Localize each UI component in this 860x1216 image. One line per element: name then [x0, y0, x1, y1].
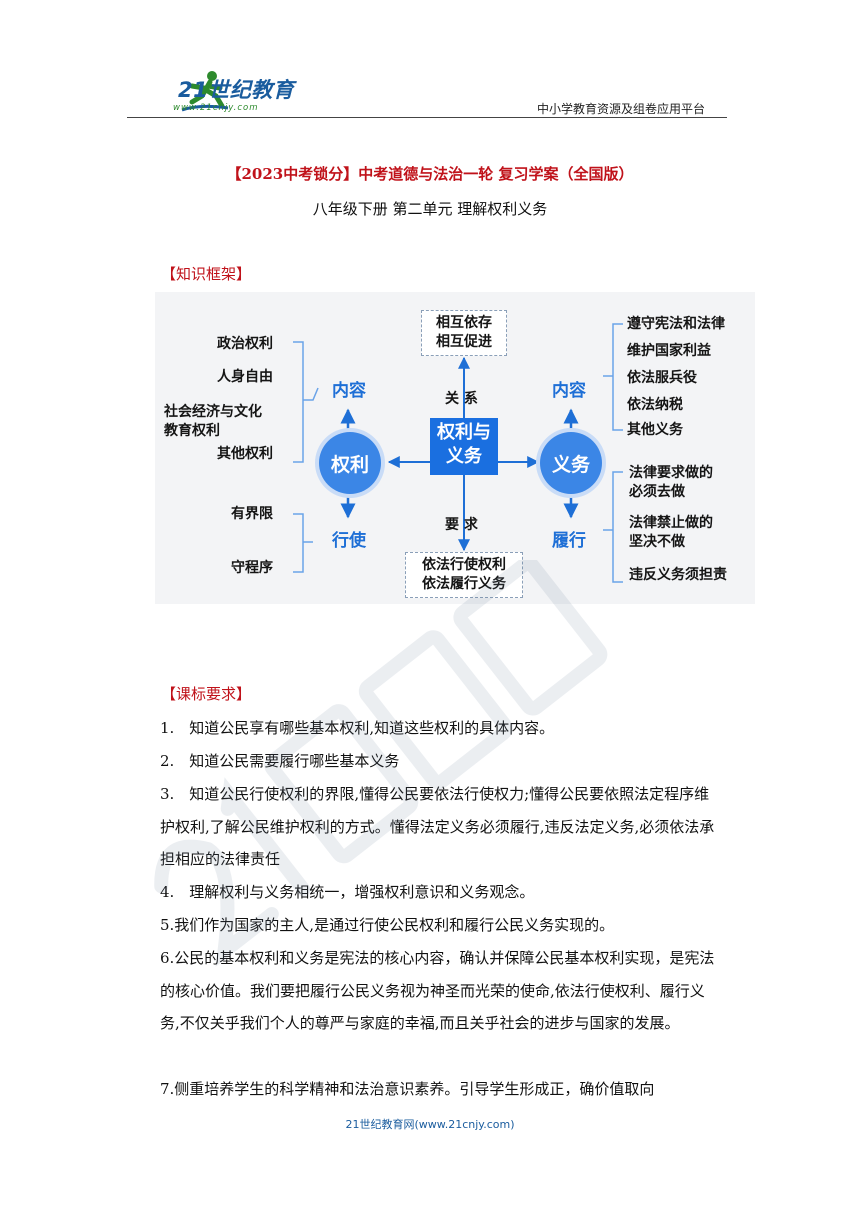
requirement-label: 要 求 — [445, 517, 478, 533]
document-subtitle: 八年级下册 第二单元 理解权利义务 — [312, 200, 548, 218]
rights-item: 其他权利 — [217, 446, 273, 462]
rights-item: 社会经济与文化 — [164, 404, 262, 420]
requirement-item: 1. 知道公民享有哪些基本权利,知道这些权利的具体内容。 — [160, 719, 555, 737]
relation-box: 相互依存 相互促进 — [421, 310, 507, 356]
duties-fulfill-label: 履行 — [552, 531, 586, 551]
knowledge-diagram: 相互依存 相互促进 依法行使权利 依法履行义务 关 系 要 求 权利与 义务 权… — [155, 292, 755, 604]
requirement-item: 2. 知道公民需要履行哪些基本义务 — [160, 752, 400, 770]
duties-fulfill-item: 法律禁止做的 — [629, 515, 713, 531]
header-platform-text: 中小学教育资源及组卷应用平台 — [537, 102, 706, 116]
requirement-item: 6.公民的基本权利和义务是宪法的核心内容，确认并保障公民基本权利实现，是宪法的核… — [160, 949, 715, 1032]
runner-logo-icon — [181, 71, 229, 112]
duties-content-label: 内容 — [552, 381, 586, 401]
rights-item: 政治权利 — [217, 336, 273, 352]
logo-url: www.21cnjy.com — [173, 103, 259, 113]
rights-exercise-item: 守程序 — [231, 560, 273, 576]
header-divider — [127, 117, 727, 118]
document-title: 【2023中考锁分】中考道德与法治一轮 复习学案（全国版） — [226, 165, 634, 183]
duties-fulfill-item: 必须去做 — [629, 484, 685, 500]
rights-item: 教育权利 — [164, 423, 220, 439]
diagram-connectors — [293, 323, 623, 583]
rights-content-label: 内容 — [332, 381, 366, 401]
relation-label: 关 系 — [445, 391, 478, 407]
duties-item: 其他义务 — [627, 422, 683, 438]
requirement-item: 7.侧重培养学生的科学精神和法治意识素养。引导学生形成正，确价值取向 — [160, 1080, 655, 1098]
requirement-box: 依法行使权利 依法履行义务 — [405, 552, 523, 598]
rights-circle: 权利 — [319, 432, 381, 494]
duties-fulfill-item: 违反义务须担责 — [629, 567, 727, 583]
rights-and-duties-box: 权利与 义务 — [430, 418, 498, 475]
requirement-item: 4. 理解权利与义务相统一，增强权利意识和义务观念。 — [160, 883, 535, 901]
course-requirements-heading: 【课标要求】 — [161, 685, 252, 703]
rights-exercise-label: 行使 — [332, 531, 366, 551]
logo-text: 21世纪教育 — [178, 78, 295, 102]
duties-item: 遵守宪法和法律 — [627, 316, 725, 332]
duties-fulfill-item: 法律要求做的 — [629, 465, 713, 481]
rights-exercise-item: 有界限 — [231, 506, 273, 522]
requirement-item: 5.我们作为国家的主人,是通过行使公民权利和履行公民义务实现的。 — [160, 916, 615, 934]
duties-circle: 义务 — [540, 432, 602, 494]
duties-item: 维护国家利益 — [627, 343, 711, 359]
duties-fulfill-item: 坚决不做 — [629, 534, 685, 550]
rights-item: 人身自由 — [217, 369, 273, 385]
requirement-item: 3. 知道公民行使权利的界限,懂得公民要依法行使权力;懂得公民要依照法定程序维护… — [160, 785, 715, 868]
duties-item: 依法服兵役 — [627, 370, 697, 386]
footer-source: 21世纪教育网(www.21cnjy.com) — [345, 1118, 515, 1131]
duties-item: 依法纳税 — [627, 397, 683, 413]
knowledge-framework-heading: 【知识框架】 — [161, 265, 252, 283]
